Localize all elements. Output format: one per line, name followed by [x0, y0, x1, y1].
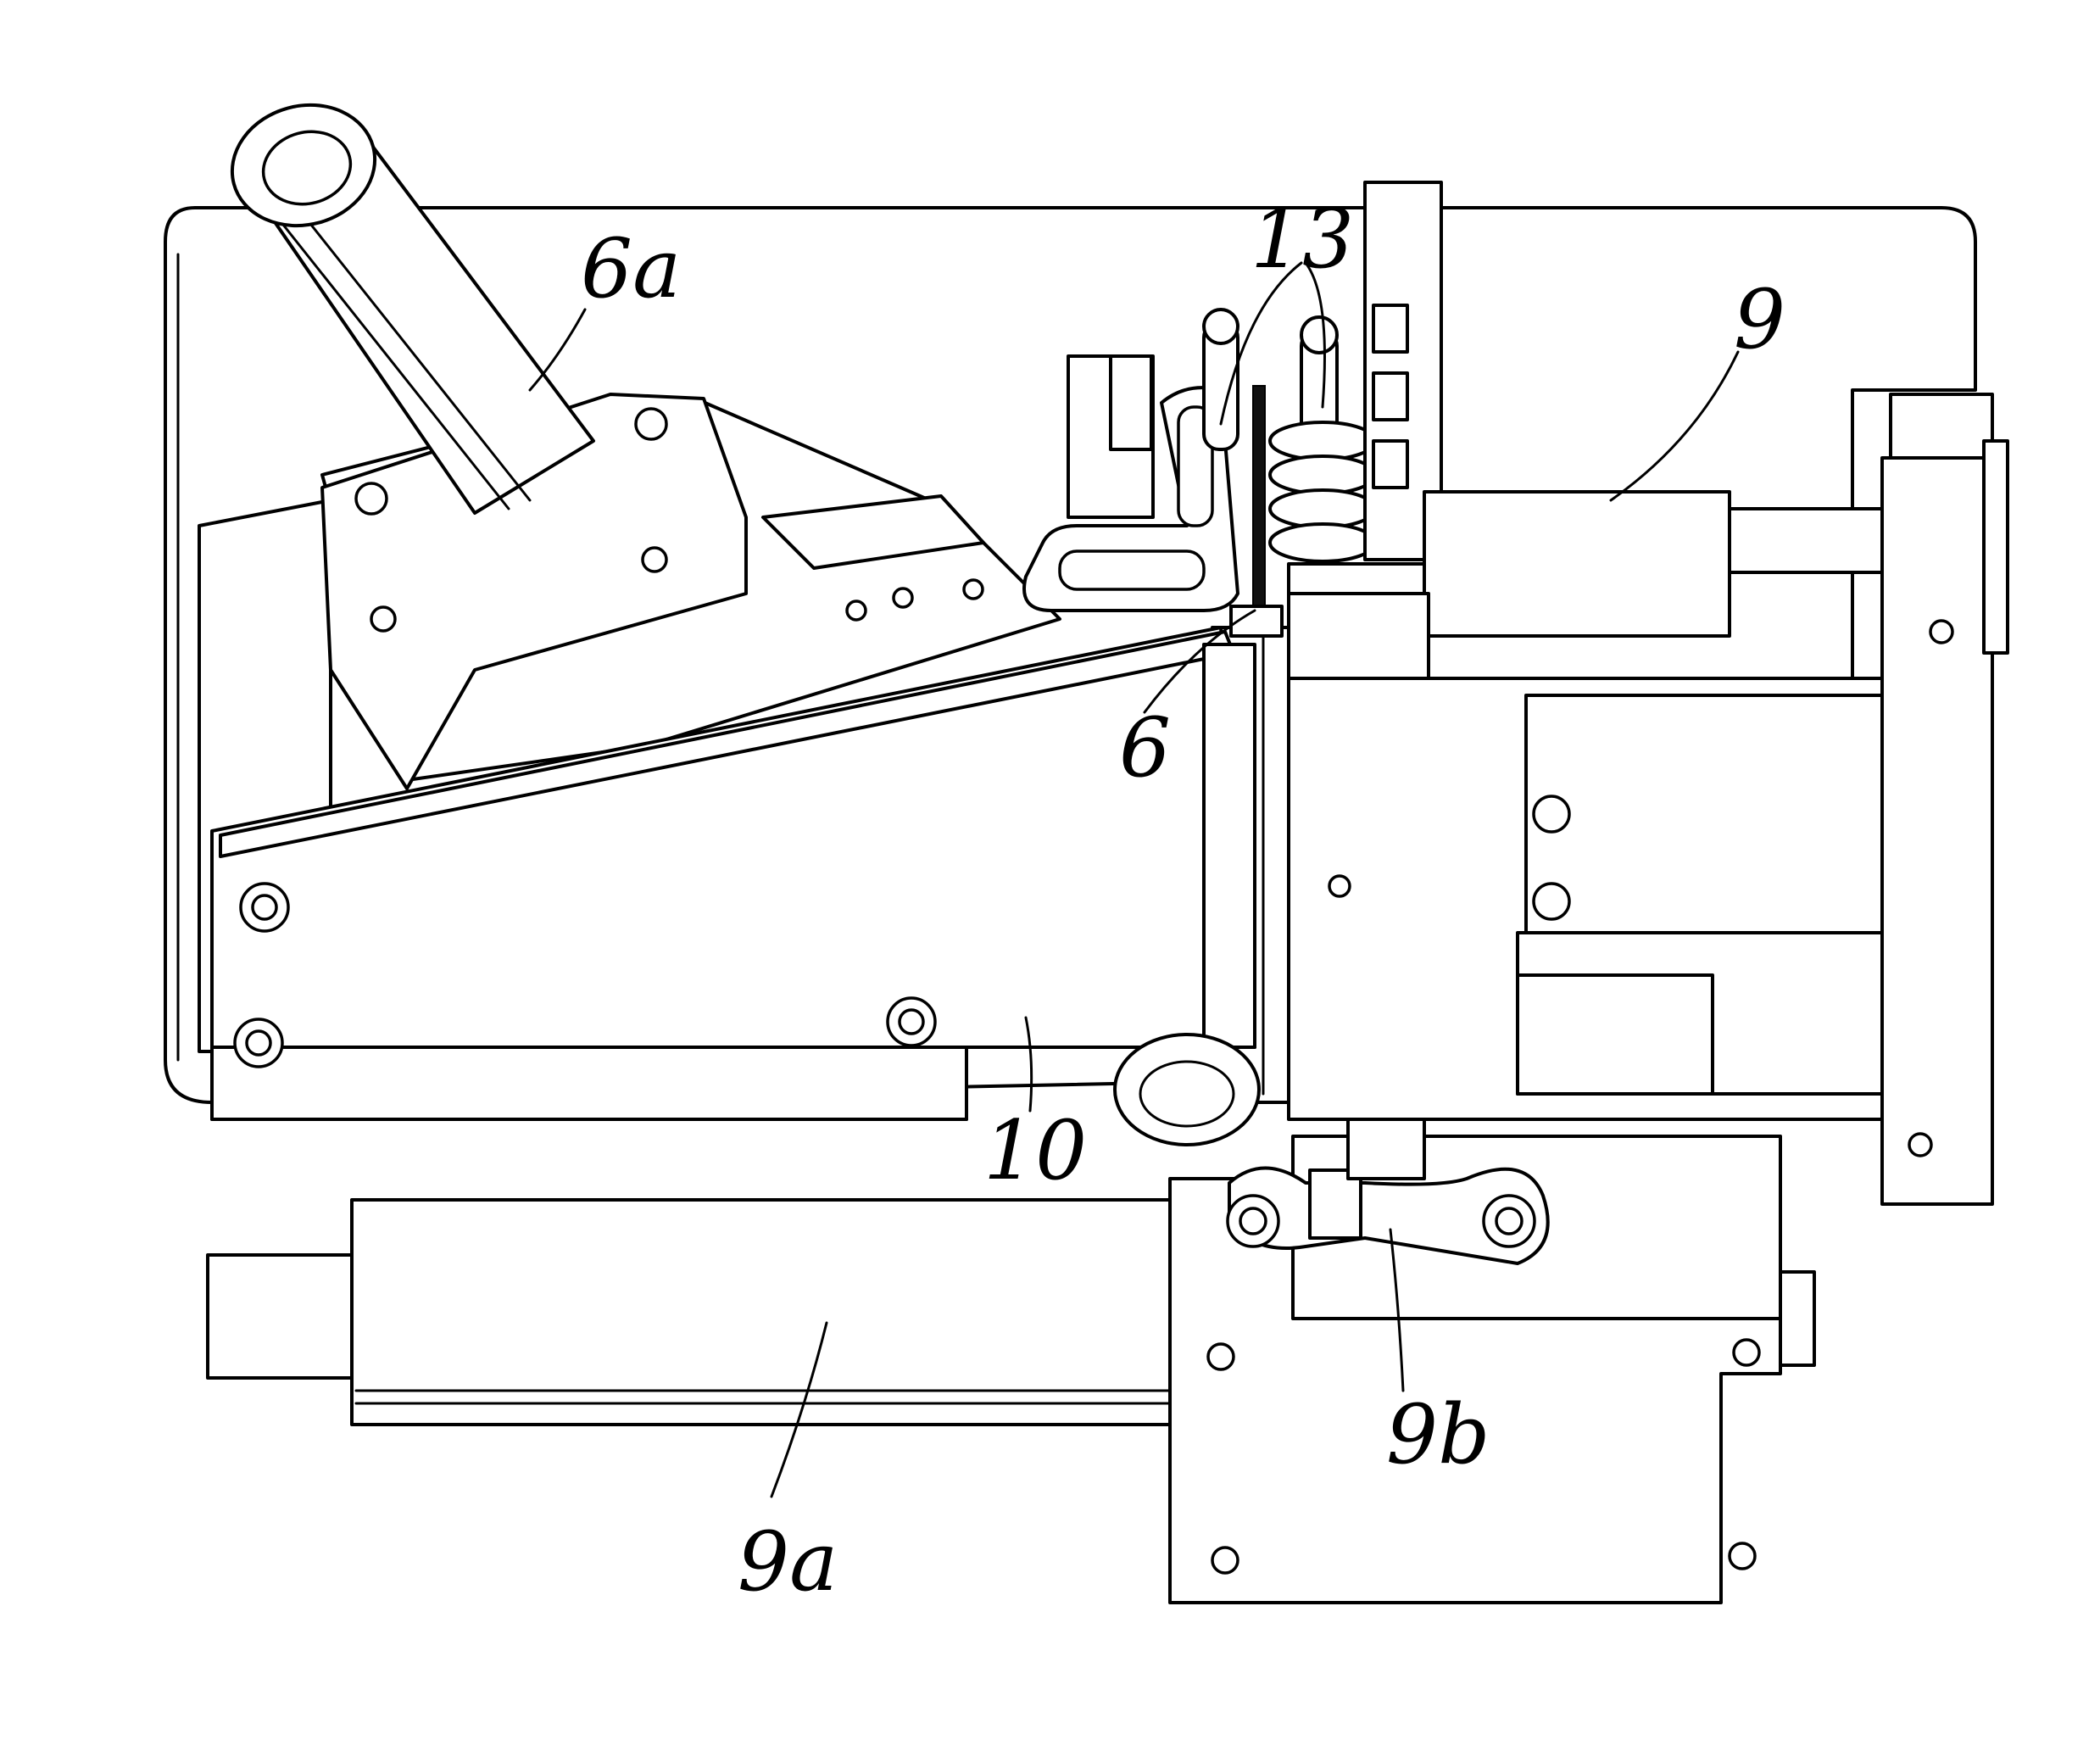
ref-label-9b: 9b: [1386, 1387, 1490, 1482]
column-clip: [1373, 305, 1407, 352]
column-clip: [1373, 373, 1407, 420]
guide-pin-head: [1204, 310, 1238, 343]
spring-coil: [1270, 456, 1375, 494]
bracket-hole: [1909, 1134, 1931, 1156]
spring-coil: [1270, 524, 1375, 561]
link-block: [1348, 1119, 1424, 1179]
right-end-bracket-lip: [1984, 441, 2008, 653]
column-clip: [1373, 441, 1407, 488]
actuator-body: [1424, 492, 1730, 636]
ref-label-10: 10: [983, 1103, 1087, 1198]
mount-hole: [1208, 1344, 1234, 1369]
ref-label-13: 13: [1251, 192, 1354, 287]
slider-cutout: [1526, 695, 1882, 933]
front-plate-side: [1204, 644, 1255, 1047]
spring-coil: [1270, 490, 1375, 527]
mount-nut: [1780, 1272, 1814, 1365]
housing-hole: [847, 601, 866, 620]
ref-label-9: 9: [1734, 272, 1785, 367]
knife-blade: [1253, 386, 1265, 606]
front-plate-lower-lip: [212, 1047, 966, 1119]
right-end-bracket: [1882, 458, 1992, 1204]
spring-coil: [1270, 422, 1375, 460]
bracket-screw: [636, 409, 666, 439]
ref-label-6a: 6a: [581, 221, 681, 316]
bracket-hole: [1930, 621, 1952, 643]
slider-screw: [1534, 884, 1569, 919]
mount-hole: [1212, 1548, 1238, 1573]
front-plate-screw-socket: [900, 1010, 923, 1034]
cam-slot: [1060, 551, 1204, 589]
bracket-screw: [356, 483, 387, 514]
rear-post-block-top: [1111, 356, 1151, 449]
link-pin-socket: [1240, 1208, 1266, 1234]
bracket-hole: [371, 607, 395, 631]
guide-roller: [1115, 1035, 1259, 1145]
bracket-hole: [643, 548, 666, 572]
housing-hole: [964, 580, 983, 599]
cylinder-end-cap: [208, 1255, 360, 1378]
spring-rod-head: [1301, 317, 1337, 353]
ref-label-6: 6: [1119, 700, 1171, 795]
slider-lower-block: [1518, 975, 1713, 1094]
mount-hole: [1730, 1543, 1755, 1569]
front-plate-screw-socket: [253, 895, 276, 919]
link-pin-socket: [1496, 1208, 1522, 1234]
front-plate-screw-socket: [247, 1031, 270, 1055]
slider-hole: [1329, 876, 1350, 896]
slider-screw: [1534, 796, 1569, 832]
housing-hole: [894, 588, 912, 607]
ref-label-9a: 9a: [738, 1514, 838, 1609]
slider-front-face: [1289, 594, 1429, 678]
mount-hole: [1734, 1340, 1759, 1365]
